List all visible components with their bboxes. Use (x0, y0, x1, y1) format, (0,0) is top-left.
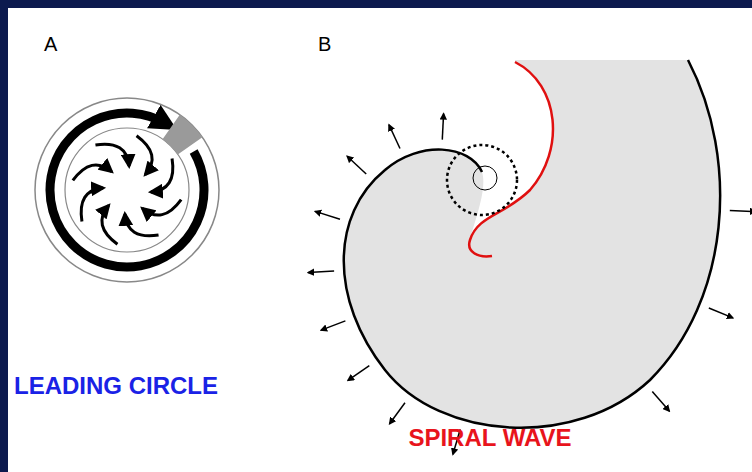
inward-arrow (151, 158, 173, 192)
outward-arrow (321, 321, 345, 330)
outward-arrow (390, 403, 405, 424)
outward-arrow (389, 125, 400, 149)
inward-arrow (73, 165, 112, 181)
outward-arrow (308, 271, 334, 273)
outward-arrow (730, 210, 752, 211)
outward-arrow (652, 391, 669, 411)
panel-caption: LEADING CIRCLE (14, 374, 218, 398)
inward-arrow (137, 136, 153, 175)
inward-arrow (125, 214, 159, 236)
inward-arrow (102, 205, 118, 244)
panel-letter: B (318, 34, 331, 54)
inward-arrow (81, 188, 103, 222)
outward-arrow (315, 211, 340, 219)
spiral-wave (308, 60, 752, 454)
inward-arrow (95, 144, 129, 166)
panel-caption: SPIRAL WAVE (408, 426, 571, 450)
inward-arrow (142, 200, 181, 216)
outward-arrow (348, 366, 369, 381)
leading-circle (35, 98, 219, 282)
outward-arrow (709, 308, 733, 318)
panel-letter: A (44, 34, 57, 54)
outward-arrow (347, 156, 366, 174)
outward-arrow (442, 114, 443, 140)
